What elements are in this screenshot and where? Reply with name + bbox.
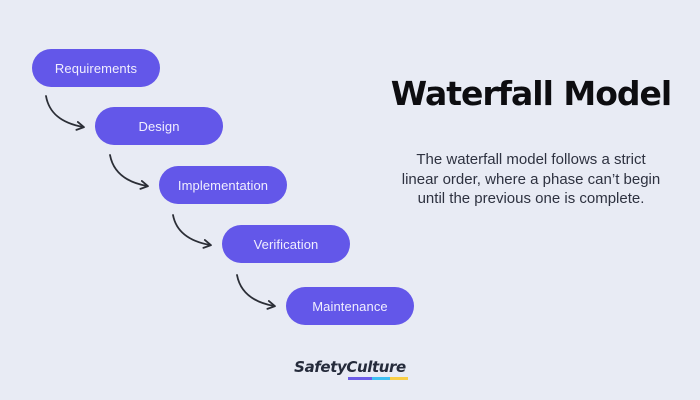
phase-pill-maintenance: Maintenance — [286, 287, 414, 325]
brand-logo-safety: Safety — [294, 358, 347, 376]
description-line: until the previous one is complete. — [417, 190, 645, 207]
phase-label: Maintenance — [312, 298, 388, 314]
phase-pill-design: Design — [95, 107, 223, 145]
footer: SafetyCulture — [0, 358, 700, 380]
description: The waterfall model follows a strict lin… — [368, 150, 694, 209]
underline-segment-yellow — [389, 377, 408, 380]
phase-label: Verification — [253, 236, 319, 252]
underline-segment-purple — [348, 377, 373, 380]
brand-logo: SafetyCulture — [294, 358, 408, 380]
arrow-icon-4 — [236, 274, 276, 310]
description-line: The waterfall model follows a strict — [416, 151, 646, 168]
phase-pill-implementation: Implementation — [159, 166, 287, 204]
description-line: linear order, where a phase can’t begin — [401, 170, 661, 188]
phase-pill-requirements: Requirements — [32, 49, 160, 87]
underline-segment-blue — [372, 377, 390, 380]
phase-label: Implementation — [177, 177, 269, 193]
text-panel: Waterfall Model The waterfall model foll… — [368, 74, 694, 209]
phase-pill-verification: Verification — [222, 225, 350, 263]
arrow-icon-1 — [45, 95, 85, 131]
brand-logo-culture: Culture — [346, 358, 406, 376]
phase-label: Requirements — [54, 60, 138, 76]
brand-underline — [348, 377, 408, 380]
arrow-icon-3 — [172, 214, 212, 249]
phase-label: Design — [138, 118, 180, 134]
page-title: Waterfall Model — [390, 74, 673, 113]
arrow-icon-2 — [109, 154, 149, 190]
